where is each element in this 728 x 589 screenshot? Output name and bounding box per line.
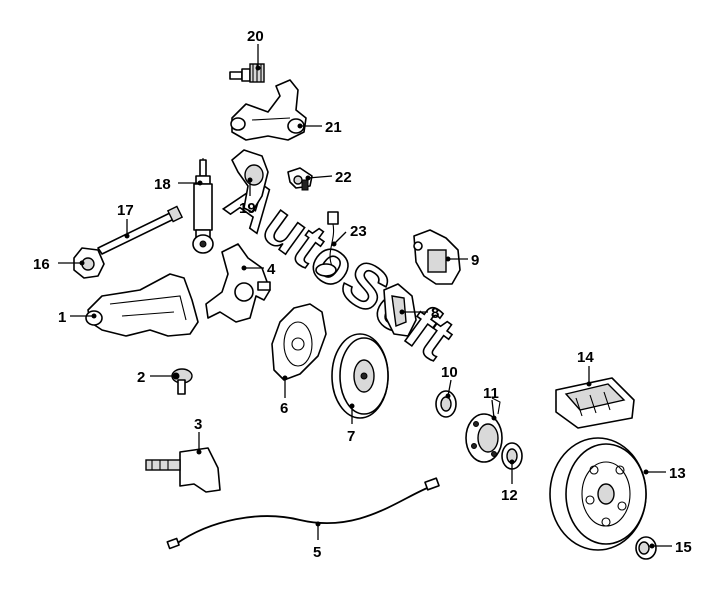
part-18-shock-absorber xyxy=(192,158,214,254)
part-20-bolt xyxy=(229,63,265,83)
callout-leaders xyxy=(58,44,672,549)
callout-11: 11 xyxy=(483,385,499,402)
part-9-caliper xyxy=(413,229,461,285)
part-15-cap xyxy=(635,536,657,560)
callout-2: 2 xyxy=(137,369,145,386)
callout-6: 6 xyxy=(280,400,288,417)
part-5-cable xyxy=(166,477,440,550)
callout-13: 13 xyxy=(669,465,686,482)
part-14-tire-section xyxy=(555,377,635,429)
callout-17: 17 xyxy=(117,202,134,219)
callout-3: 3 xyxy=(194,416,202,433)
callout-7: 7 xyxy=(347,428,355,445)
part-3-lever xyxy=(145,447,221,493)
part-10-bearing xyxy=(435,390,457,418)
callout-23: 23 xyxy=(350,223,367,240)
callout-10: 10 xyxy=(441,364,458,381)
callout-20: 20 xyxy=(247,28,264,45)
callout-4: 4 xyxy=(267,261,276,278)
part-1-lower-arm xyxy=(85,273,199,337)
callout-1: 1 xyxy=(58,309,66,326)
callout-21: 21 xyxy=(325,119,342,136)
part-17-long-bolt xyxy=(97,205,184,255)
callout-18: 18 xyxy=(154,176,171,193)
part-8-brake-pads xyxy=(383,283,417,337)
callout-15: 15 xyxy=(675,539,692,556)
callout-5: 5 xyxy=(313,544,321,561)
callout-9: 9 xyxy=(471,252,479,269)
part-2-bolt xyxy=(171,368,193,395)
part-13-wheel-rim xyxy=(549,437,647,551)
part-23-sensor xyxy=(315,211,339,277)
part-22-link xyxy=(287,167,313,191)
callout-19: 19 xyxy=(239,200,256,217)
callout-12: 12 xyxy=(501,487,518,504)
part-4-knuckle xyxy=(205,243,271,323)
part-11-hub xyxy=(465,397,503,463)
callout-8: 8 xyxy=(431,305,439,322)
callout-14: 14 xyxy=(577,349,594,366)
part-7-brake-disc xyxy=(331,333,389,419)
part-6-dust-shield xyxy=(271,303,327,381)
part-21-upper-arm xyxy=(230,79,307,141)
callout-labels: 20 21 19 22 18 17 16 4 1 2 23 9 8 6 7 10… xyxy=(33,28,692,561)
callout-16: 16 xyxy=(33,256,50,273)
part-16-bushing xyxy=(73,247,105,279)
callout-22: 22 xyxy=(335,169,352,186)
